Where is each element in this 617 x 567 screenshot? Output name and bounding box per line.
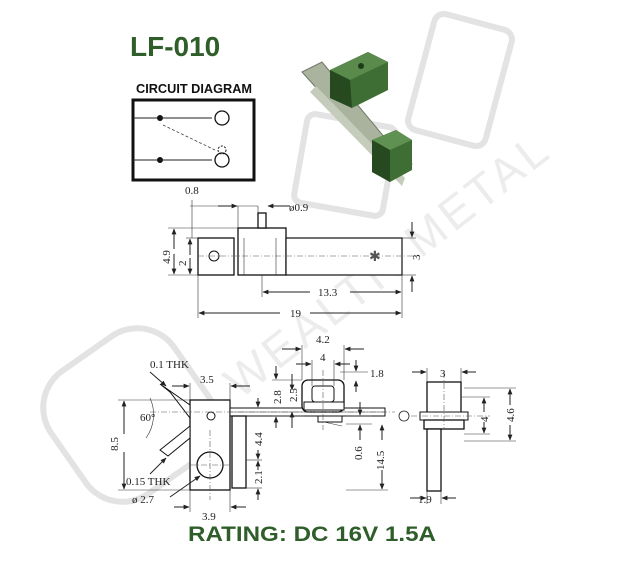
- dim-0.8: 0.8: [185, 185, 199, 197]
- circuit-frame: [131, 98, 256, 182]
- dim-0.1-thk: 0.1 THK: [150, 359, 189, 371]
- dim-0.9: ø0.9: [289, 202, 309, 214]
- side-view: 0.1 THK 3.5 60° 8.5 0.15 THK ø 2.7 3.9 2…: [109, 334, 395, 523]
- svg-text:✱: ✱: [369, 248, 381, 264]
- dim-3-top: 3: [411, 254, 423, 260]
- rating-text: RATING: DC 16V 1.5A: [188, 523, 436, 546]
- product-image: [301, 52, 413, 186]
- dim-1.8: 1.8: [370, 368, 384, 380]
- circuit-diagram: CIRCUIT DIAGRAM: [131, 81, 256, 182]
- circuit-diagram-label: CIRCUIT DIAGRAM: [136, 81, 252, 96]
- dim-0.15-thk: 0.15 THK: [126, 476, 170, 488]
- dim-8.5: 8.5: [109, 437, 121, 451]
- dim-0.6: 0.6: [353, 446, 365, 460]
- dim-19-top: 19: [290, 308, 302, 320]
- dim-1.9-end: 1.9: [418, 494, 432, 506]
- dim-3.5: 3.5: [200, 374, 214, 386]
- dim-14.5: 14.5: [375, 450, 387, 470]
- dim-4.6: 4.6: [505, 408, 517, 422]
- dim-4-end: 4: [479, 416, 491, 422]
- dim-4.9: 4.9: [161, 250, 173, 264]
- dim-4.4: 4.4: [253, 432, 265, 446]
- dim-dia-2.7: ø 2.7: [132, 494, 155, 506]
- dim-13.3: 13.3: [318, 287, 338, 299]
- dim-3-end: 3: [440, 368, 446, 380]
- dim-2.1: 2.1: [253, 470, 265, 484]
- top-view: ✱ 0.8 ø0.9 4.9 2 3 13.3: [161, 185, 423, 320]
- dim-2: 2: [177, 261, 189, 267]
- contact-lower: [214, 152, 230, 168]
- contact-upper: [214, 110, 230, 126]
- dim-3.9: 3.9: [202, 511, 216, 523]
- dim-2.8: 2.8: [272, 390, 284, 404]
- dim-60-deg: 60°: [140, 412, 155, 424]
- end-view: 3 4 4.6 1.9: [398, 368, 517, 506]
- dim-4.2: 4.2: [316, 334, 330, 346]
- dim-4-side: 4: [320, 352, 326, 364]
- model-title: LF-010: [130, 31, 220, 62]
- dim-2.5: 2.5: [288, 388, 300, 402]
